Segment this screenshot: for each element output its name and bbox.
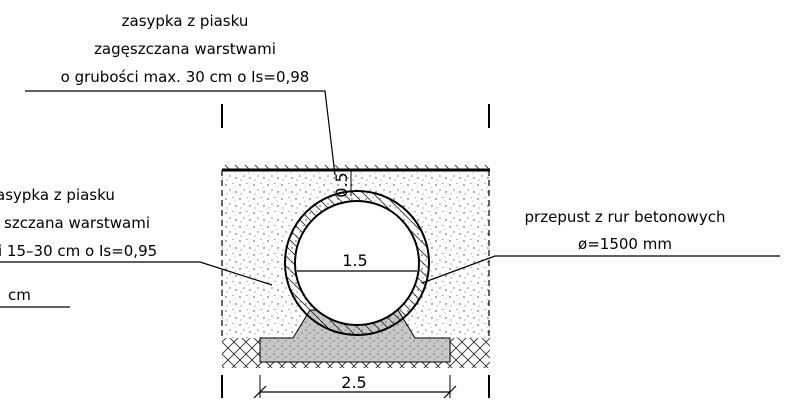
culvert-leader <box>421 255 780 284</box>
side-backfill-label-line2: szczana warstwami <box>4 214 150 232</box>
surface-hatch <box>222 165 490 170</box>
side-backfill-label-line1: asypka z piasku <box>0 186 115 204</box>
side-backfill-label-line3: i 15–30 cm o Is=0,95 <box>0 242 157 260</box>
side-backfill-leader <box>0 261 273 286</box>
pipe-bore <box>294 200 420 326</box>
top-backfill-label-line1: zasypka z piasku <box>122 12 249 30</box>
culvert-label-line1: przepust z rur betonowych <box>525 208 726 226</box>
base-width-dimension: 2.5 <box>341 373 366 392</box>
top-backfill-label-line2: zagęszczana warstwami <box>94 40 276 58</box>
culvert-label-line2: ø=1500 mm <box>578 235 672 253</box>
top-backfill-leader <box>25 90 336 176</box>
top-backfill-label-line3: o grubości max. 30 cm o Is=0,98 <box>61 68 310 86</box>
pipe-diameter-dimension: 1.5 <box>342 251 367 270</box>
concrete-bedding <box>259 309 451 363</box>
cover-depth-dimension: 0.5 <box>332 172 351 197</box>
side-backfill-label-line4: cm <box>8 286 31 304</box>
